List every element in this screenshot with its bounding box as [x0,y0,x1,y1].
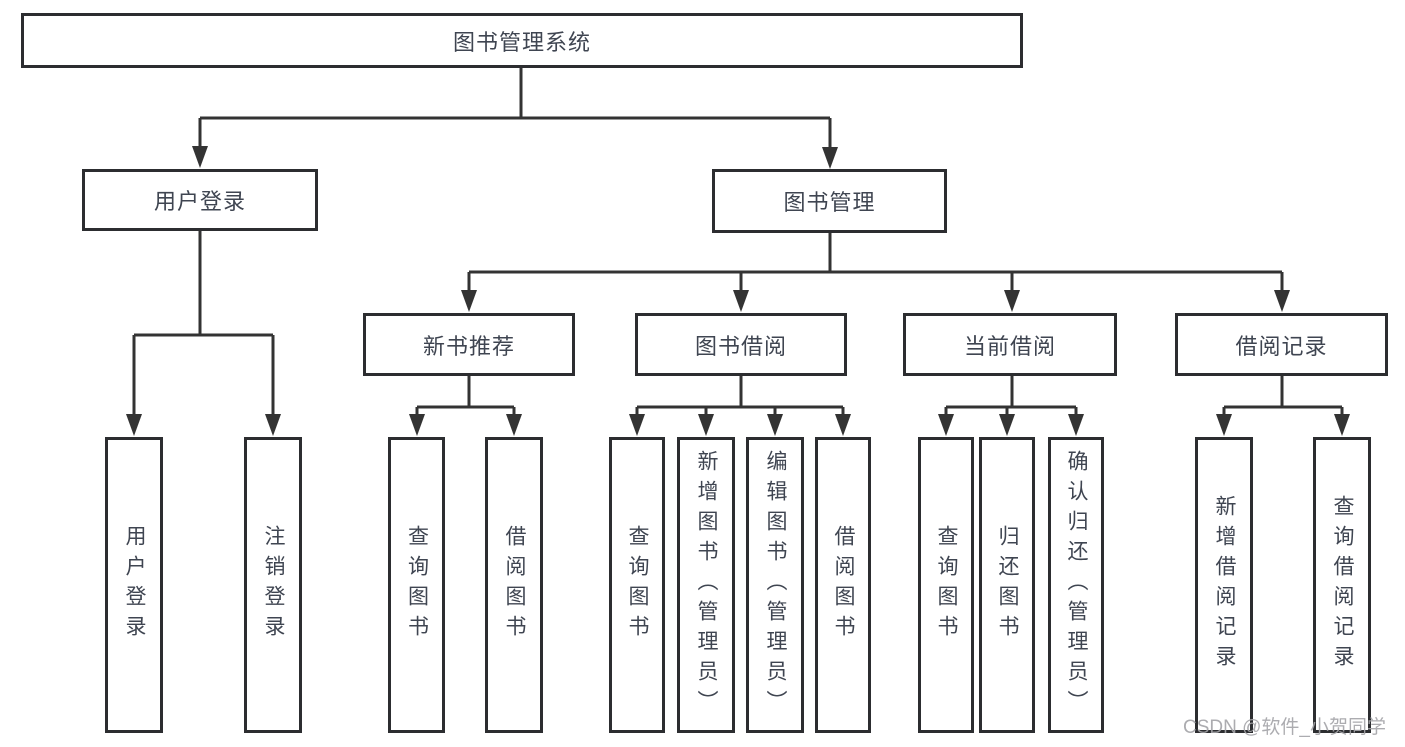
leaf-query-books-current-label: 查询图书 [935,525,958,645]
node-borrow-records: 借阅记录 [1175,313,1388,376]
leaf-query-books-current: 查询图书 [918,437,974,733]
node-new-book-recommend-label: 新书推荐 [422,333,515,359]
leaf-borrow-books-borrow: 借阅图书 [815,437,871,733]
leaf-borrow-books-recommend-label: 借阅图书 [503,525,526,645]
leaf-confirm-return-admin: 确认归还（管理员） [1048,437,1104,733]
leaf-add-book-admin-label: 新增图书（管理员） [695,450,718,720]
leaf-add-book-admin: 新增图书（管理员） [677,437,735,733]
node-current-borrow-label: 当前借阅 [963,333,1056,359]
leaf-add-borrow-record: 新增借阅记录 [1195,437,1253,733]
leaf-logout-label: 注销登录 [262,525,285,645]
arrowheads [126,146,1350,436]
leaf-borrow-books-recommend: 借阅图书 [485,437,543,733]
leaf-edit-book-admin-label: 编辑图书（管理员） [764,450,787,720]
node-new-book-recommend: 新书推荐 [363,313,575,376]
node-user-login-label: 用户登录 [153,189,246,214]
leaf-edit-book-admin: 编辑图书（管理员） [746,437,804,733]
node-current-borrow: 当前借阅 [903,313,1117,376]
leaf-borrow-books-borrow-label: 借阅图书 [832,525,855,645]
leaf-return-book: 归还图书 [979,437,1035,733]
leaf-user-login: 用户登录 [105,437,163,733]
node-book-borrow: 图书借阅 [635,313,847,376]
node-root: 图书管理系统 [21,13,1023,68]
csdn-watermark: CSDN @软件_小贺同学 [1183,717,1386,738]
node-root-label: 图书管理系统 [452,29,591,55]
leaf-query-books-recommend: 查询图书 [388,437,445,733]
leaf-return-book-label: 归还图书 [996,525,1019,645]
leaf-logout: 注销登录 [244,437,302,733]
leaf-query-borrow-record: 查询借阅记录 [1313,437,1371,733]
node-book-borrow-label: 图书借阅 [694,333,787,359]
leaf-query-books-borrow-label: 查询图书 [626,525,649,645]
leaf-add-borrow-record-label: 新增借阅记录 [1213,495,1236,675]
node-borrow-records-label: 借阅记录 [1235,333,1328,359]
node-book-management-label: 图书管理 [783,190,876,215]
node-user-login: 用户登录 [82,169,318,231]
leaf-query-borrow-record-label: 查询借阅记录 [1331,495,1354,675]
leaf-user-login-label: 用户登录 [123,525,146,645]
leaf-query-books-recommend-label: 查询图书 [405,525,429,645]
node-book-management: 图书管理 [712,169,947,233]
leaf-query-books-borrow: 查询图书 [609,437,665,733]
leaf-confirm-return-admin-label: 确认归还（管理员） [1065,450,1088,720]
